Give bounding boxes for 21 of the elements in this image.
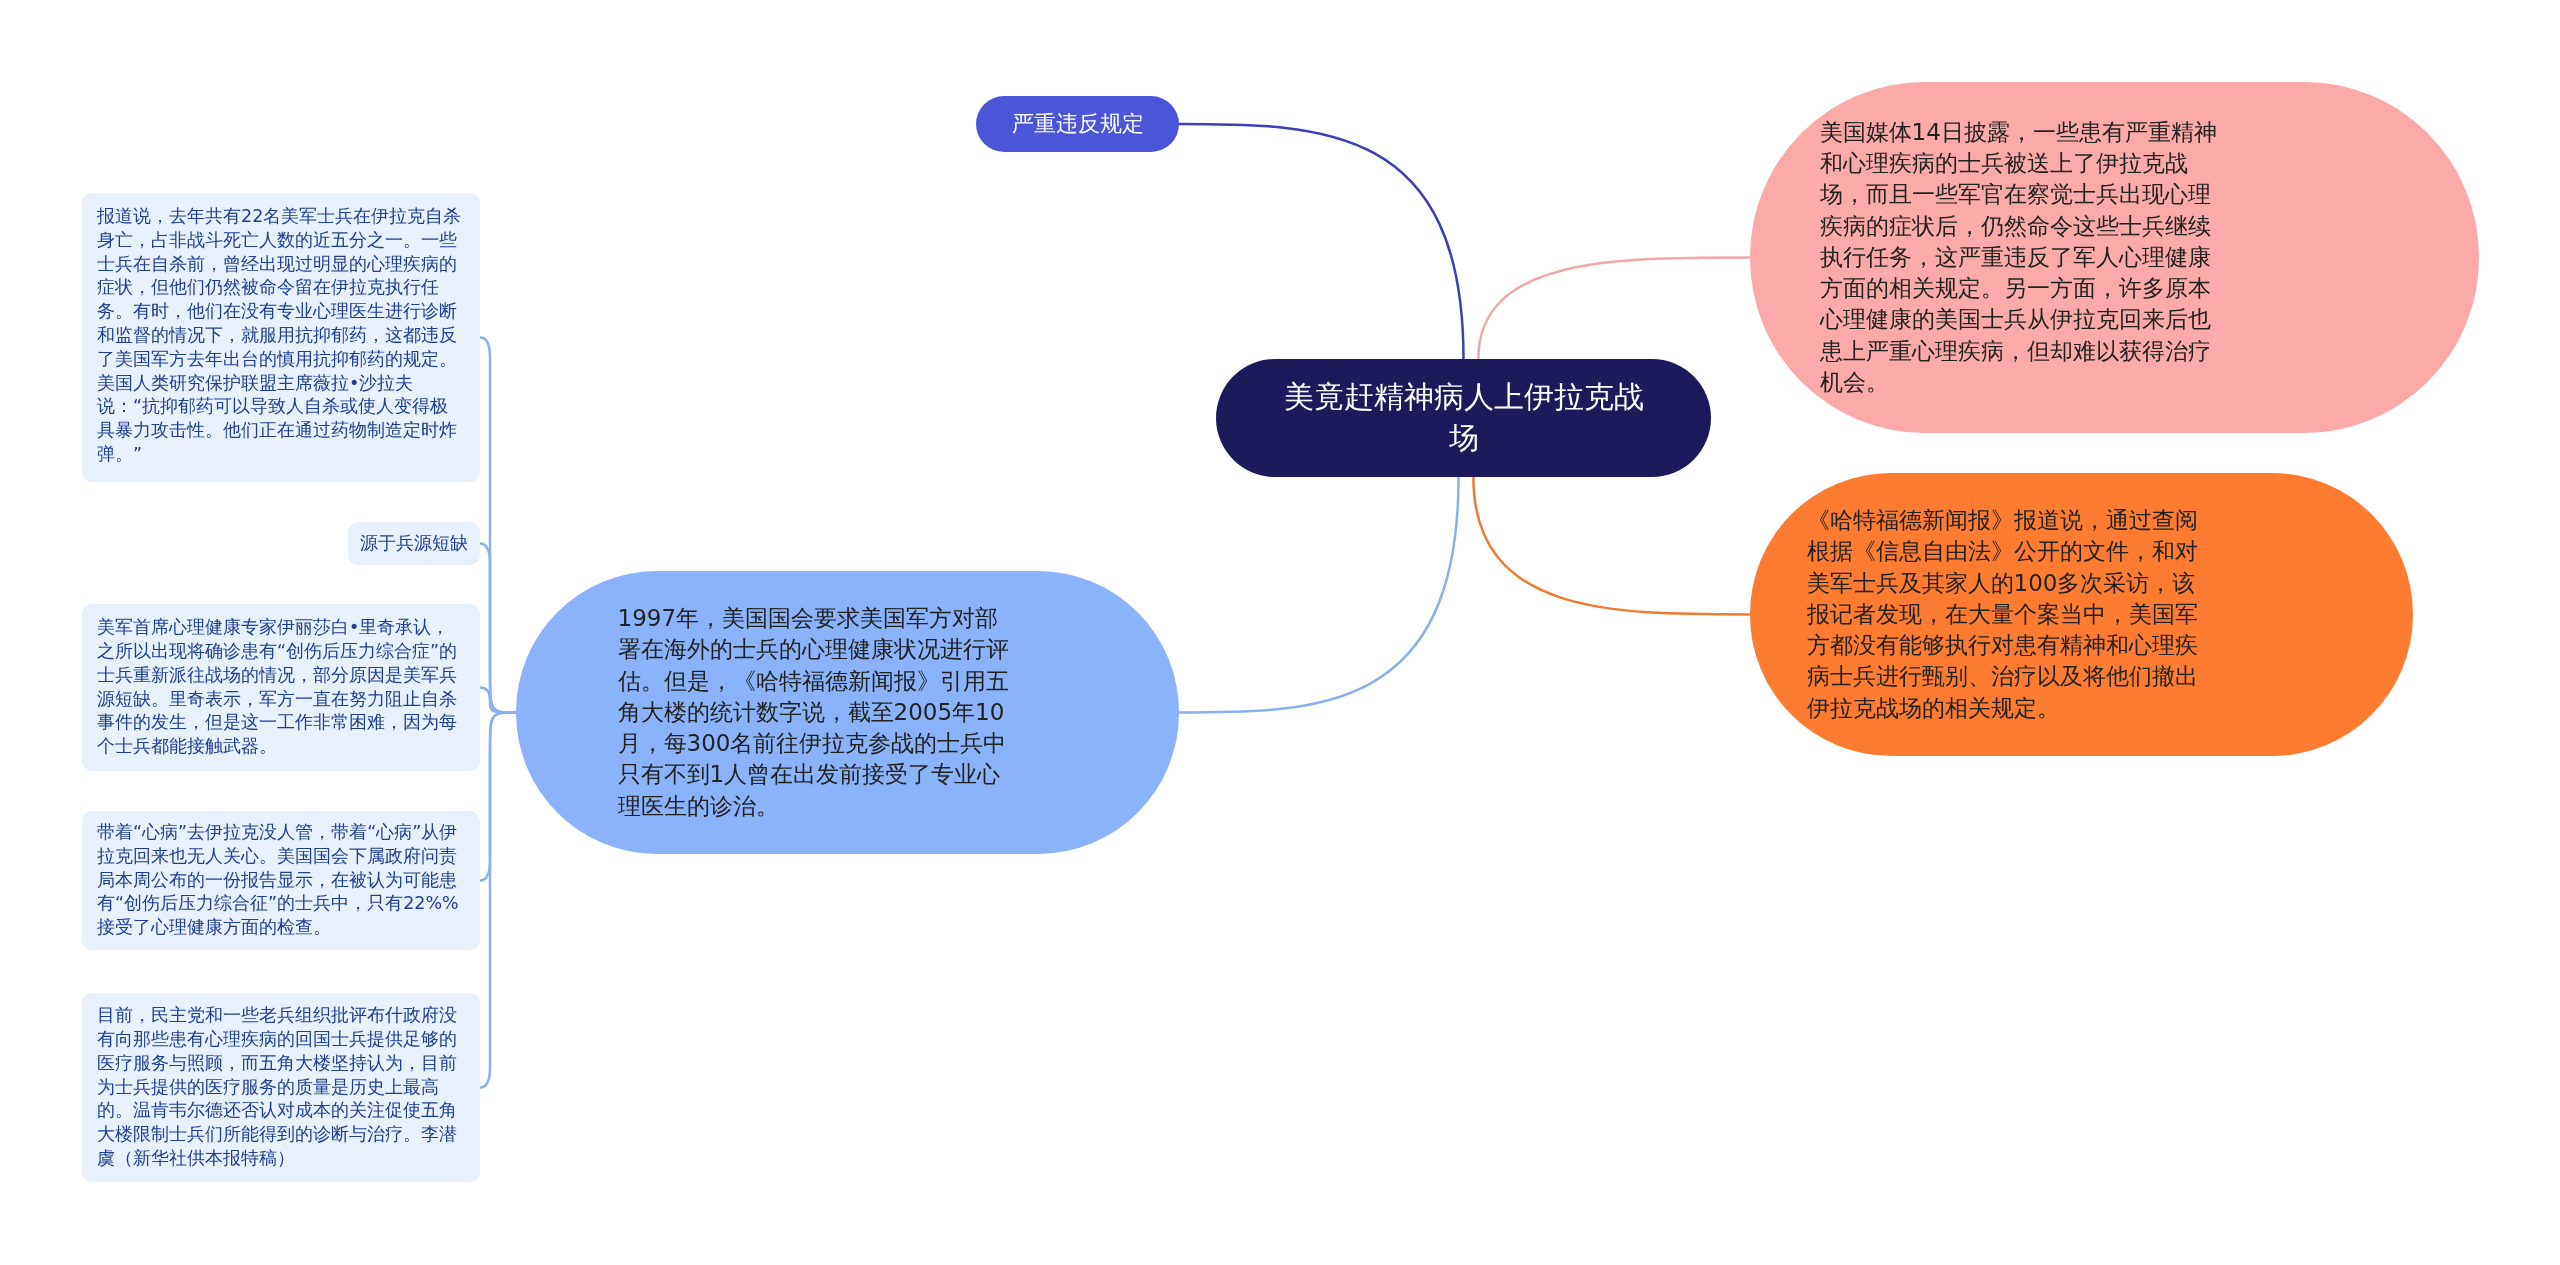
connector-line [1179, 476, 1460, 714]
topic-text: 美军首席心理健康专家伊丽莎白•里奇承认，之所以出现将确诊患有“创伤后压力综合症”的士兵重新派往战场的情况，部分原因是美军兵源短缺。里奇表示，军方一直在努力阻止自杀事件的发生，但是这一工作非常困难，因为每个士兵都能接触武器。 [97, 616, 459, 759]
topic-bubble [976, 96, 1179, 152]
topic-text: 美国媒体14日披露，一些患有严重精神和心理疾病的士兵被送上了伊拉克战场，而且一些军官在察觉士兵出现心理疾病的症状后，仍然命令这些士兵继续执行任务，这严重违反了军人心理健康方面的相关规定。另一方面，许多原本心理健康的美国士兵从伊拉克回来后也患上严重心理疾病，但却难以获得治疗机会。 [1819, 117, 2218, 397]
note-card [82, 993, 480, 1182]
connector-line [1472, 476, 1750, 616]
topic-text: 报道说，去年共有22名美军士兵在伊拉克自杀身亡，占非战斗死亡人数的近五分之一。一些士兵在自杀前，曾经出现过明显的心理疾病的症状，但他们仍然被命令留在伊拉克执行任务。有时，他们在没有专业心理医生进行诊断和监督的情况下，就服用抗抑郁药，这都违反了美国军方去年出台的慎用抗抑郁药的规定。美国人类研究保护联盟主席薇拉•沙拉夫说：“抗抑郁药可以导致人自杀或使人变得极具暴力攻击性。他们正在通过药物制造定时炸弹。” [97, 205, 463, 466]
topic-text: 目前，民主党和一些老兵组织批评布什政府没有向那些患有心理疾病的回国士兵提供足够的医疗服务与照顾，而五角大楼坚持认为，目前为士兵提供的医疗服务的质量是历史上最高的。温肯韦尔德还否认对成本的关注促使五角大楼限制士兵们所能得到的诊断与治疗。李潜虞（新华社供本报特稿） [97, 1004, 458, 1170]
note-card [348, 522, 480, 565]
note-card [82, 604, 480, 771]
central-topic-text: 美竟赶精神病人上伊拉克战场 [1282, 378, 1645, 457]
note-card [82, 193, 480, 482]
connector-line [1179, 122, 1465, 360]
connector-line [479, 711, 516, 1089]
topic-text: 源于兵源短缺 [359, 531, 469, 555]
connector-line [1477, 256, 1750, 360]
note-card [82, 811, 480, 950]
topic-text: 带着“心病”去伊拉克没人管，带着“心病”从伊拉克回来也无人关心。美国国会下属政府问责局本周公布的一份报告显示，在被认为可能患有“创伤后压力综合征”的士兵中，只有22%%接受了心理健康方面的检查。 [97, 821, 460, 940]
topic-text: 1997年，美国国会要求美国军方对部署在海外的士兵的心理健康状况进行评估。但是，《哈特福德新闻报》引用五角大楼的统计数字说，截至2005年10月，每300名前往伊拉克参战的士兵中只有不到1人曾在出发前接受了专业心理医生的诊治。 [617, 604, 1010, 821]
topic-text: 《哈特福德新闻报》报道说，通过查阅根据《信息自由法》公开的文件，和对美军士兵及其家人的100多次采访，该报记者发现，在大量个案当中，美国军方都没有能够执行对患有精神和心理疾病士兵进行甄别、治疗以及将他们撤出伊拉克战场的相关规定。 [1806, 506, 2199, 723]
topic-text: 严重违反规定 [1010, 110, 1145, 139]
